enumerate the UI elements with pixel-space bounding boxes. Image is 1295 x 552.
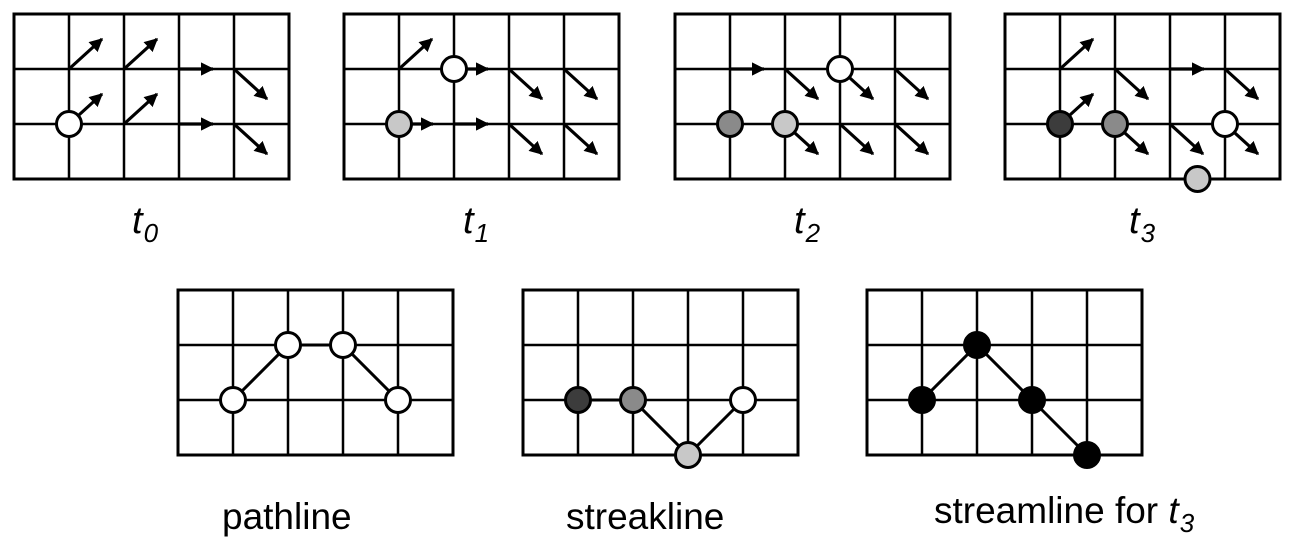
vector-arrow-se xyxy=(893,122,930,156)
trace-line xyxy=(920,342,1089,457)
caption-streamline-sub: 3 xyxy=(1179,508,1195,538)
caption-t1: t1 xyxy=(463,200,489,249)
particle-marker xyxy=(1073,441,1101,469)
vector-arrow-se xyxy=(232,67,269,101)
particle-marker xyxy=(384,386,412,414)
caption-t2: t2 xyxy=(794,200,820,249)
particle-marker xyxy=(329,331,357,359)
vector-arrow-ne xyxy=(122,92,159,126)
caption-t2-var: t xyxy=(794,200,805,242)
particle-marker xyxy=(440,55,468,83)
particle-marker xyxy=(1183,165,1212,193)
caption-streamline: streamline for t3 xyxy=(934,490,1194,539)
vector-arrow-se xyxy=(1223,67,1260,101)
vector-arrow-se xyxy=(562,67,599,101)
particle-marker xyxy=(619,386,647,414)
caption-t1-var: t xyxy=(463,200,474,242)
vector-arrow-ne xyxy=(67,37,104,71)
grid-frame xyxy=(176,288,455,457)
panel-streakline xyxy=(521,288,800,469)
vector-arrow-se xyxy=(232,122,269,156)
particle-marker xyxy=(564,386,592,414)
particle-marker xyxy=(1046,110,1074,138)
vector-arrow-ne xyxy=(1058,37,1095,71)
panel-streamline xyxy=(865,288,1144,469)
grid-frame xyxy=(1003,12,1282,181)
trace-line xyxy=(231,343,400,402)
particle-marker xyxy=(908,386,936,414)
grid-frame xyxy=(521,288,800,457)
caption-t3-sub: 3 xyxy=(1140,218,1156,248)
grid-frame xyxy=(12,12,291,181)
particle-marker xyxy=(274,331,302,359)
caption-t3-var: t xyxy=(1129,200,1140,242)
panel-t0 xyxy=(12,12,291,181)
caption-streamline-text: streamline for xyxy=(934,490,1159,531)
particle-marker xyxy=(55,110,83,138)
particle-marker xyxy=(826,55,854,83)
vector-arrow-se xyxy=(1168,122,1205,156)
trace-line xyxy=(578,398,745,458)
particle-marker xyxy=(1101,110,1129,138)
particle-marker xyxy=(729,386,757,414)
caption-streakline: streakline xyxy=(566,496,725,537)
particle-marker xyxy=(385,110,413,138)
vector-arrow-se xyxy=(893,67,930,101)
panel-t1 xyxy=(342,12,621,181)
particle-marker xyxy=(771,110,799,138)
caption-t1-sub: 1 xyxy=(474,218,490,248)
vector-arrow-ne xyxy=(122,37,159,71)
vector-arrow-se xyxy=(507,122,544,156)
vector-arrow-se xyxy=(783,67,820,101)
vector-arrow-se xyxy=(562,122,599,156)
vector-arrow-se xyxy=(1113,67,1150,101)
vector-arrow-se xyxy=(838,122,875,156)
caption-t0-sub: 0 xyxy=(143,218,159,248)
caption-t0: t0 xyxy=(132,200,158,249)
caption-t3: t3 xyxy=(1129,200,1155,249)
particle-marker xyxy=(963,331,991,359)
grid-frame xyxy=(673,12,952,181)
caption-streamline-var: t xyxy=(1168,490,1179,531)
vector-arrow-ne xyxy=(397,37,434,71)
panel-t2 xyxy=(673,12,952,181)
grid-frame xyxy=(865,288,1144,457)
grid-frame xyxy=(342,12,621,181)
vector-arrow-se xyxy=(507,67,544,101)
particle-marker xyxy=(219,386,247,414)
caption-t0-var: t xyxy=(132,200,143,242)
particle-marker xyxy=(674,441,702,469)
particle-marker xyxy=(1211,110,1239,138)
caption-pathline: pathline xyxy=(222,496,352,537)
panel-pathline xyxy=(176,288,455,457)
caption-t2-sub: 2 xyxy=(805,218,821,248)
particle-marker xyxy=(1018,386,1046,414)
particle-marker xyxy=(716,110,744,138)
panel-t3 xyxy=(1003,12,1282,193)
